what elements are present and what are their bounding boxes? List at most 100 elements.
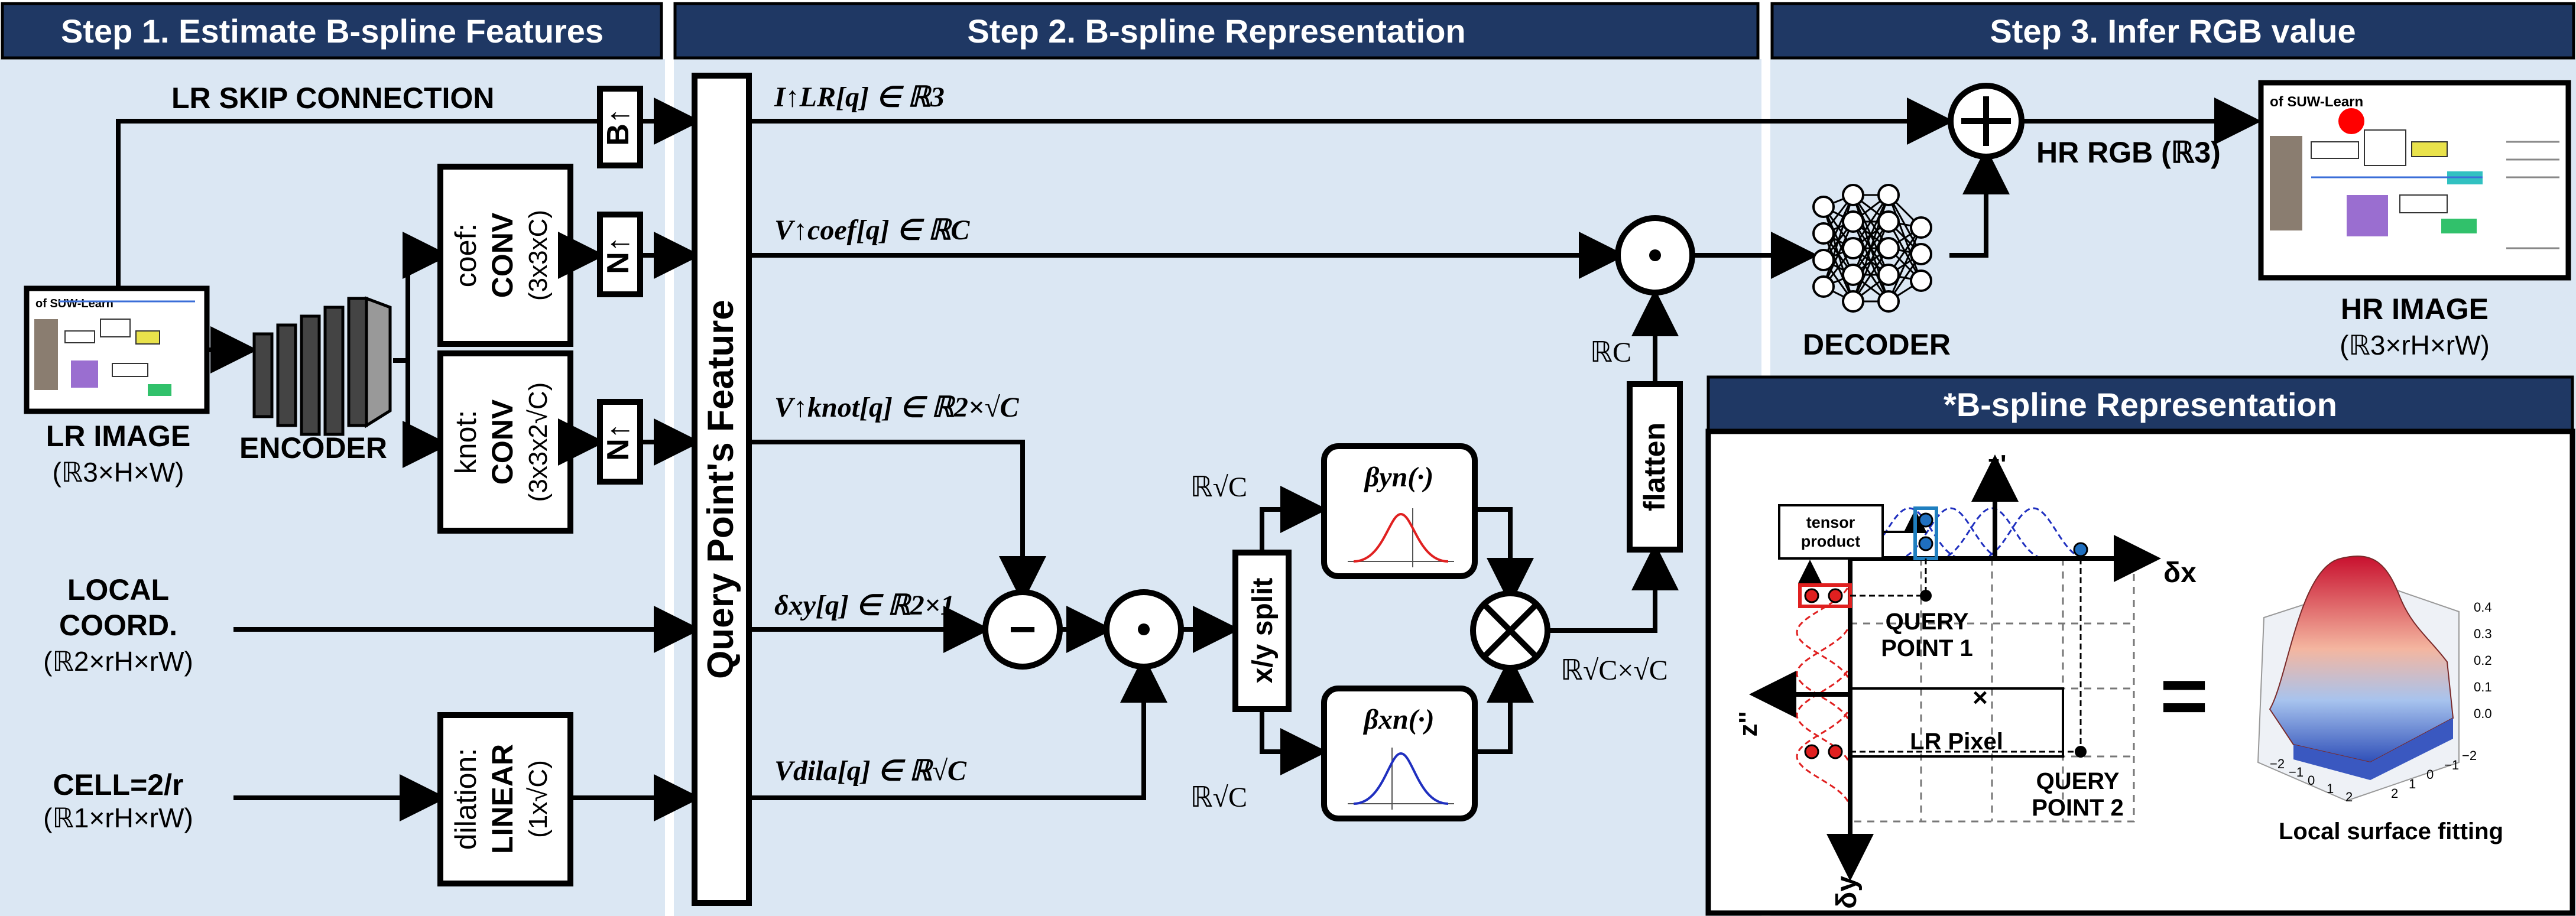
step2-panel [674,59,1761,916]
svg-text:dilation:: dilation: [449,748,482,850]
svg-text:0.40.30.20.10.0: 0.4 0.3 0.2 0.1 0.0 [2474,600,2492,721]
x-tick-label: 1 [2327,781,2334,796]
rc-label: ℝC [1590,337,1631,368]
decoder-node [1812,249,1835,271]
hr-rgb-label: HR RGB (ℝ3) [2036,136,2221,169]
query-point-2 [2075,746,2087,758]
decoder-node [1910,216,1932,239]
rsqrtc-top-label: ℝ√C [1190,472,1247,503]
hr-image-label: HR IMAGE [2341,293,2489,326]
decoder-node [1877,290,1900,313]
x-tick-label: 2 [2345,790,2353,804]
svg-text:of SUW-Learn: of SUW-Learn [35,297,113,310]
dilation-linear-box [437,712,573,886]
signal-v-coef: V↑coef[q] ∈ ℝC [774,215,970,246]
decoder-node [1842,237,1864,259]
upsample-b-box [597,86,643,168]
decoder-node [1812,222,1835,245]
decoder-node [1842,210,1864,233]
svg-text:coef:: coef: [449,223,482,287]
decoder-edge [1822,221,1854,287]
upsample-n2-box [597,399,643,485]
inset-header: *B-spline Representation [1944,386,2337,423]
decoder-node [1877,210,1900,233]
lr-skip-label: LR SKIP CONNECTION [171,82,494,115]
surface-caption: Local surface fitting [2279,818,2503,844]
x-tick-label: −1 [2289,765,2304,779]
step3-header: Step 3. Infer RGB value [1990,12,2356,50]
decoder-node [1842,184,1864,206]
lr-pixel-label: LR Pixel [1910,729,2003,755]
decoder-label: DECODER [1803,328,1951,361]
z-dprime-label: z'' [1734,712,1763,737]
equals-sign: = [2160,649,2208,742]
lr-image-label: LR IMAGE [46,420,190,453]
flatten-label: flatten [1638,423,1671,511]
flatten-box [1627,381,1683,553]
svg-text:LINEAR: LINEAR [486,744,519,854]
query-point-2-label-a: QUERY [2036,768,2120,794]
query-point-2-label-b: POINT 2 [2032,795,2124,821]
decoder-node [1877,237,1900,259]
upsample-n2-label: N↑ [601,423,635,461]
svg-text:knot:: knot: [449,410,482,474]
z-tick-label: 0.3 [2474,626,2492,641]
knot-conv-box [437,350,573,534]
signal-delta: δxy[q] ∈ ℝ2×1 [774,590,955,621]
decoder-edge [1852,221,1890,302]
decoder-node [1910,243,1932,265]
z-tick-label: 0.4 [2474,600,2492,615]
lr-image-thumbnail: of SUW-Learn [24,285,210,414]
x-tick-label: 0 [2308,773,2315,788]
decoder-node [1910,269,1932,292]
query-point-1-label-a: QUERY [1886,609,1969,635]
query-point-feature-box [692,73,752,906]
cell-label: CELL=2/r [53,768,184,801]
svg-text:CONV: CONV [486,399,519,485]
decoder-node [1812,275,1835,298]
beta-x-curve [1353,752,1449,805]
beta-x-label: βxn(·) [1362,704,1434,735]
rsqrtc-bottom-label: ℝ√C [1190,782,1247,813]
z-tick-label: 0.0 [2474,706,2492,721]
decoder-node [1842,290,1864,313]
decoder-node [1842,264,1864,286]
local-coord-label-1: LOCAL [67,573,169,606]
svg-text:CONV: CONV [486,212,519,298]
svg-text:−: − [1009,603,1037,655]
svg-text:(3x3xC): (3x3xC) [524,210,553,301]
decoder-node [1877,264,1900,286]
y-tick-label: −1 [2444,758,2459,772]
delta-y-label: δy [1831,876,1863,909]
encoder-block [252,296,392,436]
query-point-feature-label: Query Point's Feature [700,300,741,679]
lr-image-dim: (ℝ3×H×W) [52,457,184,488]
lr-pixel-center: × [1972,683,1988,712]
svg-text:(3x3x2√C): (3x3x2√C) [524,382,553,502]
y-tick-label: 0 [2426,767,2434,782]
step2-header: Step 2. B-spline Representation [967,12,1465,50]
z-tick-label: 0.2 [2474,653,2492,668]
y-tick-label: 2 [2391,786,2398,801]
beta-y-label: βyn(·) [1364,462,1434,493]
decoder-edge [1887,227,1922,302]
svg-text:of SUW-Learn: of SUW-Learn [2270,94,2363,110]
encoder-label: ENCODER [239,431,387,465]
svg-text:(1x√C): (1x√C) [524,760,553,838]
decoder-edge [1822,194,1854,261]
hr-image-dim: (ℝ3×rH×rW) [2340,330,2490,360]
cell-dim: (ℝ1×rH×rW) [43,803,193,833]
z-tick-label: 0.1 [2474,680,2492,694]
decoder-edge [1852,194,1890,275]
xy-split-label: x/y split [1247,578,1279,684]
signal-v-knot: V↑knot[q] ∈ ℝ2×√C [774,392,1020,423]
x-tick-label: −2 [2270,756,2285,771]
decoder-node [1877,184,1900,206]
beta-y-curve [1353,512,1449,563]
decoder-edge [1822,194,1854,287]
upsample-n1-label: N↑ [601,236,635,274]
local-coord-label-2: COORD. [59,609,177,642]
hr-image-thumbnail: of SUW-Learn [2258,80,2571,281]
